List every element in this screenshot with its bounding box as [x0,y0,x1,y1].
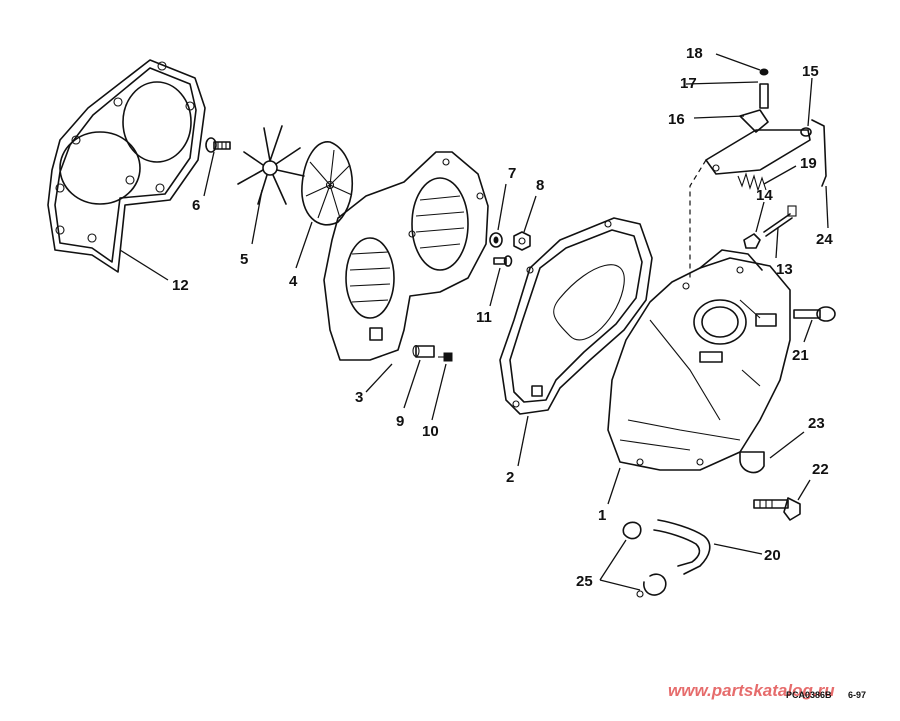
callout-8: 8 [536,177,544,194]
callout-21: 21 [792,347,809,364]
part-14-fitting [743,233,761,249]
callout-9: 9 [396,413,404,430]
callout-6: 6 [192,197,200,214]
part-12-gasket [47,59,206,273]
figure-code: PCA0386B [786,690,832,700]
callout-labels: 12 6 5 4 3 7 8 9 10 11 2 1 13 14 15 16 1… [172,45,833,590]
part-19-spring [737,172,767,192]
part-21-bolt [793,306,836,322]
part-6-screw [205,137,231,153]
part-15-retainer [800,127,812,137]
part-1-housing [607,249,791,471]
part-13-rod [763,205,797,237]
callout-11: 11 [476,309,492,326]
part-20-hose [653,519,711,575]
part-4-plate [301,141,354,226]
assembly-line [689,159,707,280]
callout-10: 10 [422,423,439,440]
callout-23: 23 [808,415,825,432]
part-16-lever [705,109,811,175]
watermark-text: www.partskatalog.ru [668,681,835,700]
part-2-gasket [499,217,653,415]
callout-7: 7 [508,165,516,182]
part-5-impeller [237,125,305,205]
callout-17: 17 [680,75,697,92]
callout-24: 24 [816,231,833,248]
callout-22: 22 [812,461,829,478]
part-23-clip [739,451,765,474]
part-22-bolt [753,497,801,521]
callout-4: 4 [289,273,298,290]
callout-15: 15 [802,63,819,80]
callout-25: 25 [576,573,593,590]
part-25-clamps [622,521,667,598]
callout-12: 12 [172,277,189,294]
part-11-screw [493,255,513,267]
figure-date: 6-97 [848,690,866,700]
part-17-pin [759,83,769,109]
callout-1: 1 [598,507,606,524]
part-9-spacer [412,344,435,358]
part-18-cap [759,68,769,76]
callout-16: 16 [668,111,685,128]
callout-18: 18 [686,45,703,62]
part-7-washer [489,232,503,248]
callout-2: 2 [506,469,514,486]
callout-3: 3 [355,389,363,406]
callout-20: 20 [764,547,781,564]
leader-lines [119,53,829,591]
callout-19: 19 [800,155,817,172]
callout-13: 13 [776,261,793,278]
callout-14: 14 [756,187,773,204]
part-24-link [811,119,827,187]
part-10-screw [438,352,453,362]
part-3-reed-plate [323,151,489,361]
part-8-nut [513,231,531,251]
callout-5: 5 [240,251,248,268]
